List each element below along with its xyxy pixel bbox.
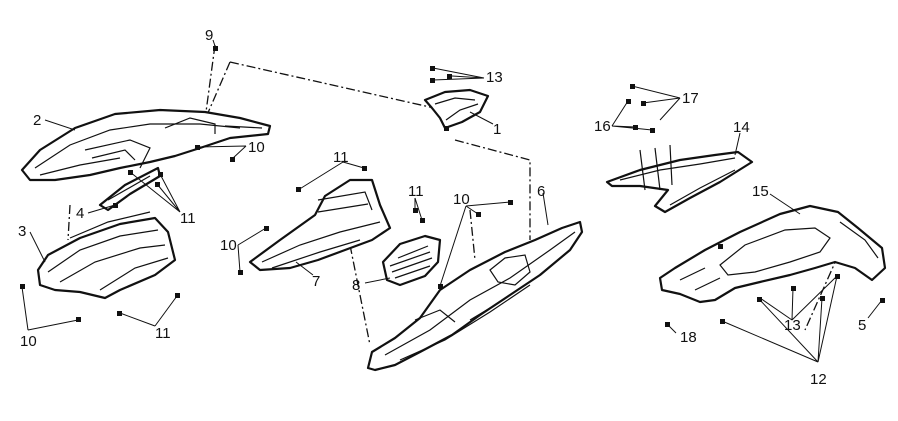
callout-4: 4 (76, 205, 84, 222)
callout-14: 14 (733, 119, 750, 136)
part-8-grille (381, 234, 442, 287)
callout-2: 2 (33, 112, 41, 129)
callout-10-lower-left: 10 (20, 333, 37, 350)
callout-16: 16 (594, 118, 611, 135)
callout-10-middle: 10 (220, 237, 237, 254)
callout-12: 12 (810, 371, 827, 388)
part-6-floor-panel (366, 220, 584, 372)
part-15-center-cover (658, 204, 887, 304)
callout-10-upper: 10 (248, 139, 265, 156)
callout-11-middle-top: 11 (333, 149, 349, 166)
callout-11-upper-left: 11 (180, 210, 196, 227)
callout-11-lower-left: 11 (155, 325, 171, 342)
callout-3: 3 (18, 223, 26, 240)
callout-13-lower: 13 (784, 317, 801, 334)
part-3-lower-panel (36, 211, 177, 300)
leader-lines (21, 39, 883, 363)
callout-10-center: 10 (453, 191, 470, 208)
callout-15: 15 (752, 183, 769, 200)
callout-5: 5 (858, 317, 866, 334)
callout-7: 7 (312, 273, 320, 290)
callout-9: 9 (205, 27, 213, 44)
callout-18: 18 (680, 329, 697, 346)
callout-17: 17 (682, 90, 699, 107)
callout-8: 8 (352, 277, 360, 294)
part-14-bracket-plate (605, 144, 754, 214)
part-7-middle-panel (248, 178, 392, 272)
callout-13-top: 13 (486, 69, 503, 86)
part-1-mount (423, 88, 490, 130)
callout-11-middle: 11 (408, 183, 424, 200)
callout-6: 6 (537, 183, 545, 200)
callout-1: 1 (493, 121, 501, 138)
part-2-upper-cowl (20, 108, 272, 182)
callout-labels: 9 13 1 2 10 4 11 3 10 11 11 10 7 11 8 10… (18, 27, 866, 388)
